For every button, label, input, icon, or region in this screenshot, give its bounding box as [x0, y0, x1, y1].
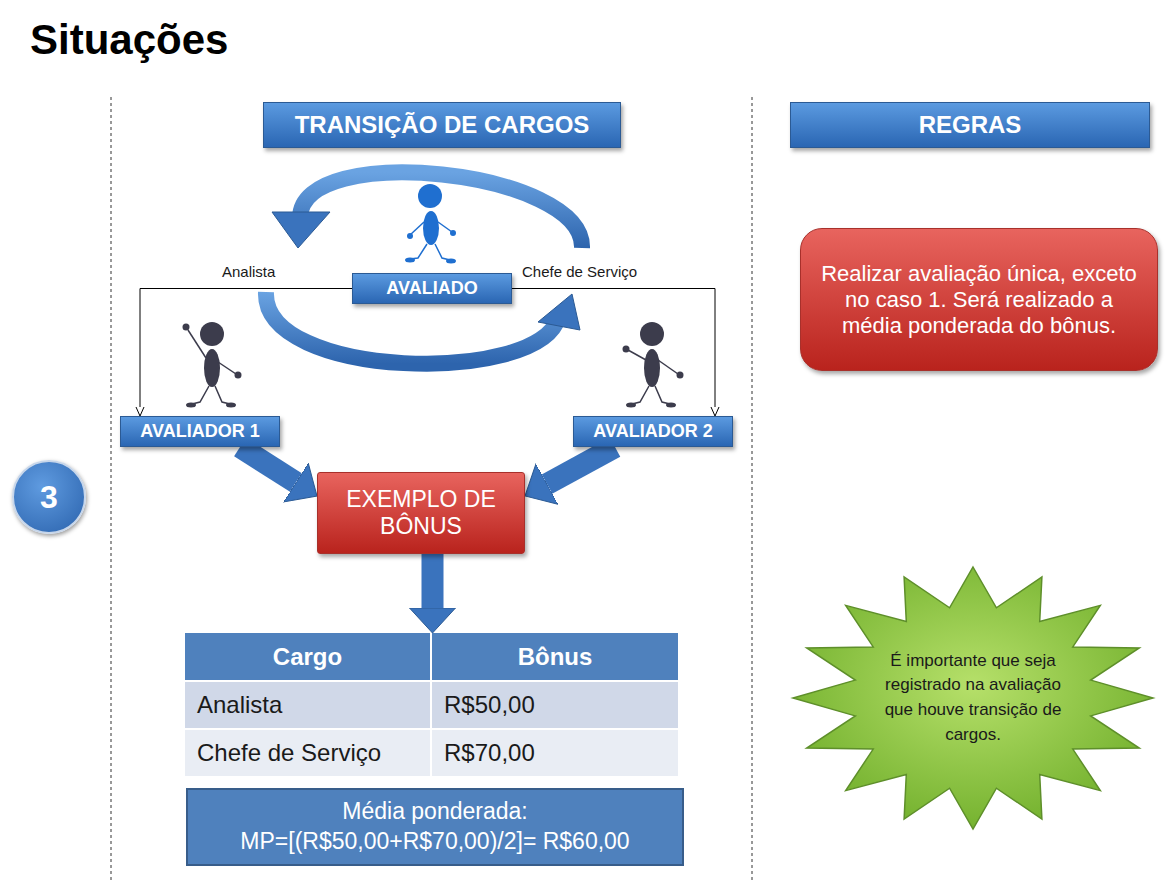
edge-label: Analista — [220, 263, 277, 280]
node-text: Realizar avaliação única, exceto no caso… — [819, 261, 1139, 339]
bonus-table: CargoBônusAnalistaR$50,00Chefe de Serviç… — [185, 633, 680, 778]
table-cell: Chefe de Serviço — [185, 730, 432, 778]
node-text: TRANSIÇÃO DE CARGOS — [295, 111, 590, 139]
node-text: É importante que seja registrado na aval… — [883, 649, 1063, 748]
page-title: Situações — [30, 16, 228, 64]
block-arrow — [422, 554, 444, 608]
role-band: AVALIADOR 1 — [120, 416, 280, 447]
table-header: Cargo — [185, 633, 432, 682]
note-starburst: É importante que seja registrado na aval… — [790, 565, 1156, 831]
connector-arrow — [140, 289, 352, 408]
cycle-arrowhead — [272, 212, 330, 248]
table-header: Bônus — [432, 633, 680, 682]
node-text: AVALIADOR 1 — [140, 421, 259, 442]
rule-box: Realizar avaliação única, exceto no caso… — [800, 228, 1158, 371]
formula-box: Média ponderada:MP=[(R$50,00+R$70,00)/2]… — [186, 788, 684, 866]
node-text: REGRAS — [919, 111, 1022, 139]
node-text: MP=[(R$50,00+R$70,00)/2]= R$60,00 — [240, 827, 629, 857]
callout-number: 3 — [12, 460, 86, 534]
section-header: TRANSIÇÃO DE CARGOS — [263, 102, 621, 148]
block-arrow — [547, 447, 615, 484]
starburst-shape — [790, 565, 1156, 831]
node-text: EXEMPLO DE BÔNUS — [336, 486, 506, 540]
divider-line — [111, 97, 112, 880]
table-cell: Analista — [185, 682, 432, 730]
table-cell: R$70,00 — [432, 730, 680, 778]
starburst-outline — [793, 567, 1153, 829]
cycle-arrow — [300, 172, 582, 248]
node-text: AVALIADOR 2 — [593, 421, 712, 442]
divider-line — [752, 97, 753, 880]
connector-arrow — [512, 289, 715, 408]
block-arrow — [240, 447, 296, 483]
node-text: AVALIADO — [386, 278, 477, 299]
section-header: REGRAS — [790, 102, 1150, 148]
node-text: Média ponderada: — [342, 797, 527, 827]
example-box: EXEMPLO DE BÔNUS — [317, 472, 525, 554]
role-band: AVALIADOR 2 — [573, 416, 733, 447]
person-figure — [623, 322, 684, 408]
edge-label: Chefe de Serviço — [520, 263, 639, 280]
node-text: 3 — [40, 479, 58, 516]
person-figure — [405, 184, 456, 264]
person-figure — [183, 322, 242, 408]
cycle-arrowhead — [538, 294, 580, 330]
table-cell: R$50,00 — [432, 682, 680, 730]
role-band: AVALIADO — [352, 273, 512, 304]
